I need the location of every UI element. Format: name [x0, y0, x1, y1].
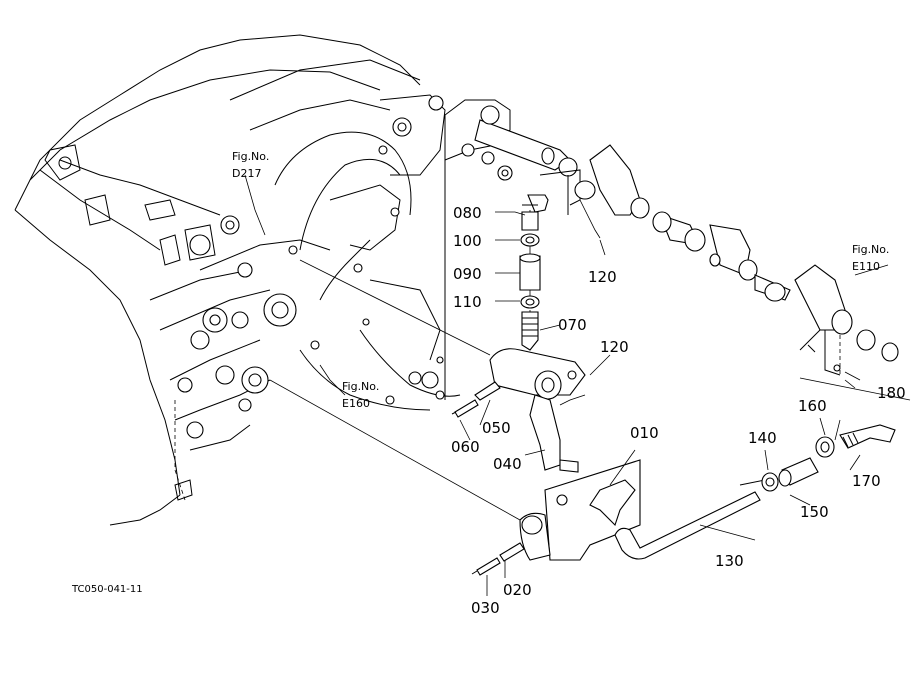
- fig-ref-d217-number: D217: [232, 167, 261, 180]
- fig-ref-e160-prefix: Fig.No.: [342, 380, 379, 393]
- part-label-030: 030: [471, 599, 500, 617]
- part-label-120-lower: 120: [600, 338, 629, 356]
- part-label-110: 110: [453, 293, 482, 311]
- part-label-080: 080: [453, 204, 482, 222]
- part-label-090: 090: [453, 265, 482, 283]
- figure-references: Fig.No. D217 Fig.No. E110 Fig.No. E160: [232, 150, 889, 410]
- part-label-180: 180: [877, 384, 906, 402]
- pins: [451, 381, 525, 576]
- part-label-140: 140: [748, 429, 777, 447]
- transmission-housing: [14, 34, 421, 526]
- figure-code: TC050-041-11: [71, 584, 143, 595]
- part-label-050: 050: [482, 419, 511, 437]
- fig-ref-e110-prefix: Fig.No.: [852, 243, 889, 256]
- upper-linkage: [444, 99, 911, 401]
- part-label-120-upper: 120: [588, 268, 617, 286]
- fig-ref-d217-prefix: Fig.No.: [232, 150, 269, 163]
- part-label-130: 130: [715, 552, 744, 570]
- adjust-rod: [614, 419, 896, 560]
- part-label-100: 100: [453, 232, 482, 250]
- part-label-040: 040: [493, 455, 522, 473]
- fig-ref-e110-number: E110: [852, 260, 880, 273]
- part-label-160: 160: [798, 397, 827, 415]
- part-label-070: 070: [558, 316, 587, 334]
- lever-assembly: [269, 259, 641, 561]
- part-label-010: 010: [630, 424, 659, 442]
- part-label-020: 020: [503, 581, 532, 599]
- part-label-150: 150: [800, 503, 829, 521]
- part-number-labels: 010 020 030 040 050 060 070 080 090 100 …: [451, 204, 906, 617]
- part-label-060: 060: [451, 438, 480, 456]
- linkage-rod: [519, 194, 549, 351]
- fig-ref-e160-number: E160: [342, 397, 370, 410]
- part-label-170: 170: [852, 472, 881, 490]
- clutch-housing-flange: [274, 94, 461, 411]
- leader-lines: [244, 174, 889, 596]
